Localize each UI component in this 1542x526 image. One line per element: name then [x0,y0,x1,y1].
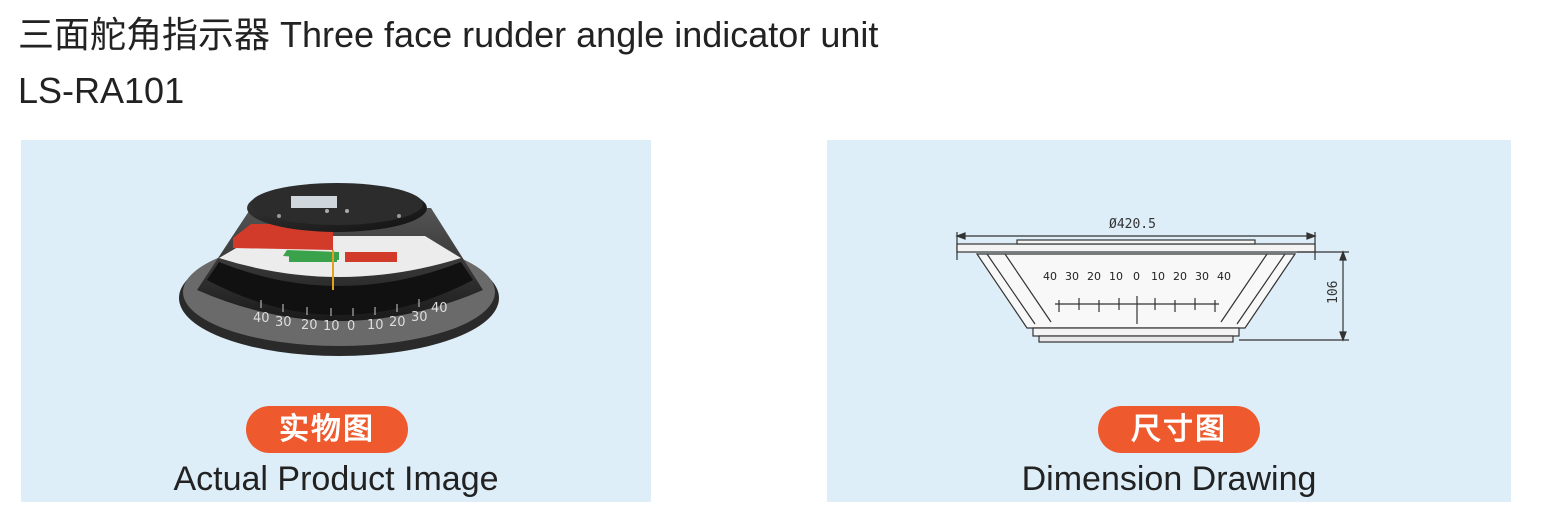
scale-label-30R: 30 [411,310,428,325]
scale-label-20R: 20 [389,315,406,330]
drawing-scale-10L: 10 [1109,270,1123,283]
drawing-scale-0: 0 [1133,270,1140,283]
product-photo: 40 30 20 10 0 10 20 30 40 [179,183,499,356]
dimension-drawing-panel: Ø420.5 106 40 30 20 10 0 10 20 30 40 尺寸图… [827,140,1511,502]
scale-label-20L: 20 [301,318,318,333]
drawing-scale-20R: 20 [1173,270,1187,283]
diameter-label: Ø420.5 [1109,217,1156,232]
scale-label-10R: 10 [367,318,384,333]
drawing-scale-30R: 30 [1195,270,1209,283]
scale-label-30L: 30 [275,315,292,330]
drawing-scale-20L: 20 [1087,270,1101,283]
scale-label-10L: 10 [323,319,340,334]
drawing-scale-40R: 40 [1217,270,1231,283]
height-label: 106 [1326,281,1341,304]
scale-label-0: 0 [347,319,355,334]
product-image-panel: 40 30 20 10 0 10 20 30 40 实物图 Actual Pro… [21,140,651,502]
drawing-scale-30L: 30 [1065,270,1079,283]
dimension-drawing-badge: 尺寸图 [1098,406,1260,453]
dimension-drawing: Ø420.5 106 40 30 20 10 0 10 20 30 40 [955,217,1349,343]
dimension-drawing-caption: Dimension Drawing [1021,460,1317,498]
label-plate [291,196,337,208]
model-number: LS-RA101 [18,70,185,111]
drawing-scale-40L: 40 [1043,270,1057,283]
drawing-scale-10R: 10 [1151,270,1165,283]
scale-label-40L: 40 [253,311,270,326]
indicator-outline [975,253,1297,329]
page-title: 三面舵角指示器 Three face rudder angle indicato… [18,14,879,55]
product-image-caption: Actual Product Image [173,460,499,498]
scale-label-40R: 40 [431,301,448,316]
product-image-badge: 实物图 [246,406,408,453]
